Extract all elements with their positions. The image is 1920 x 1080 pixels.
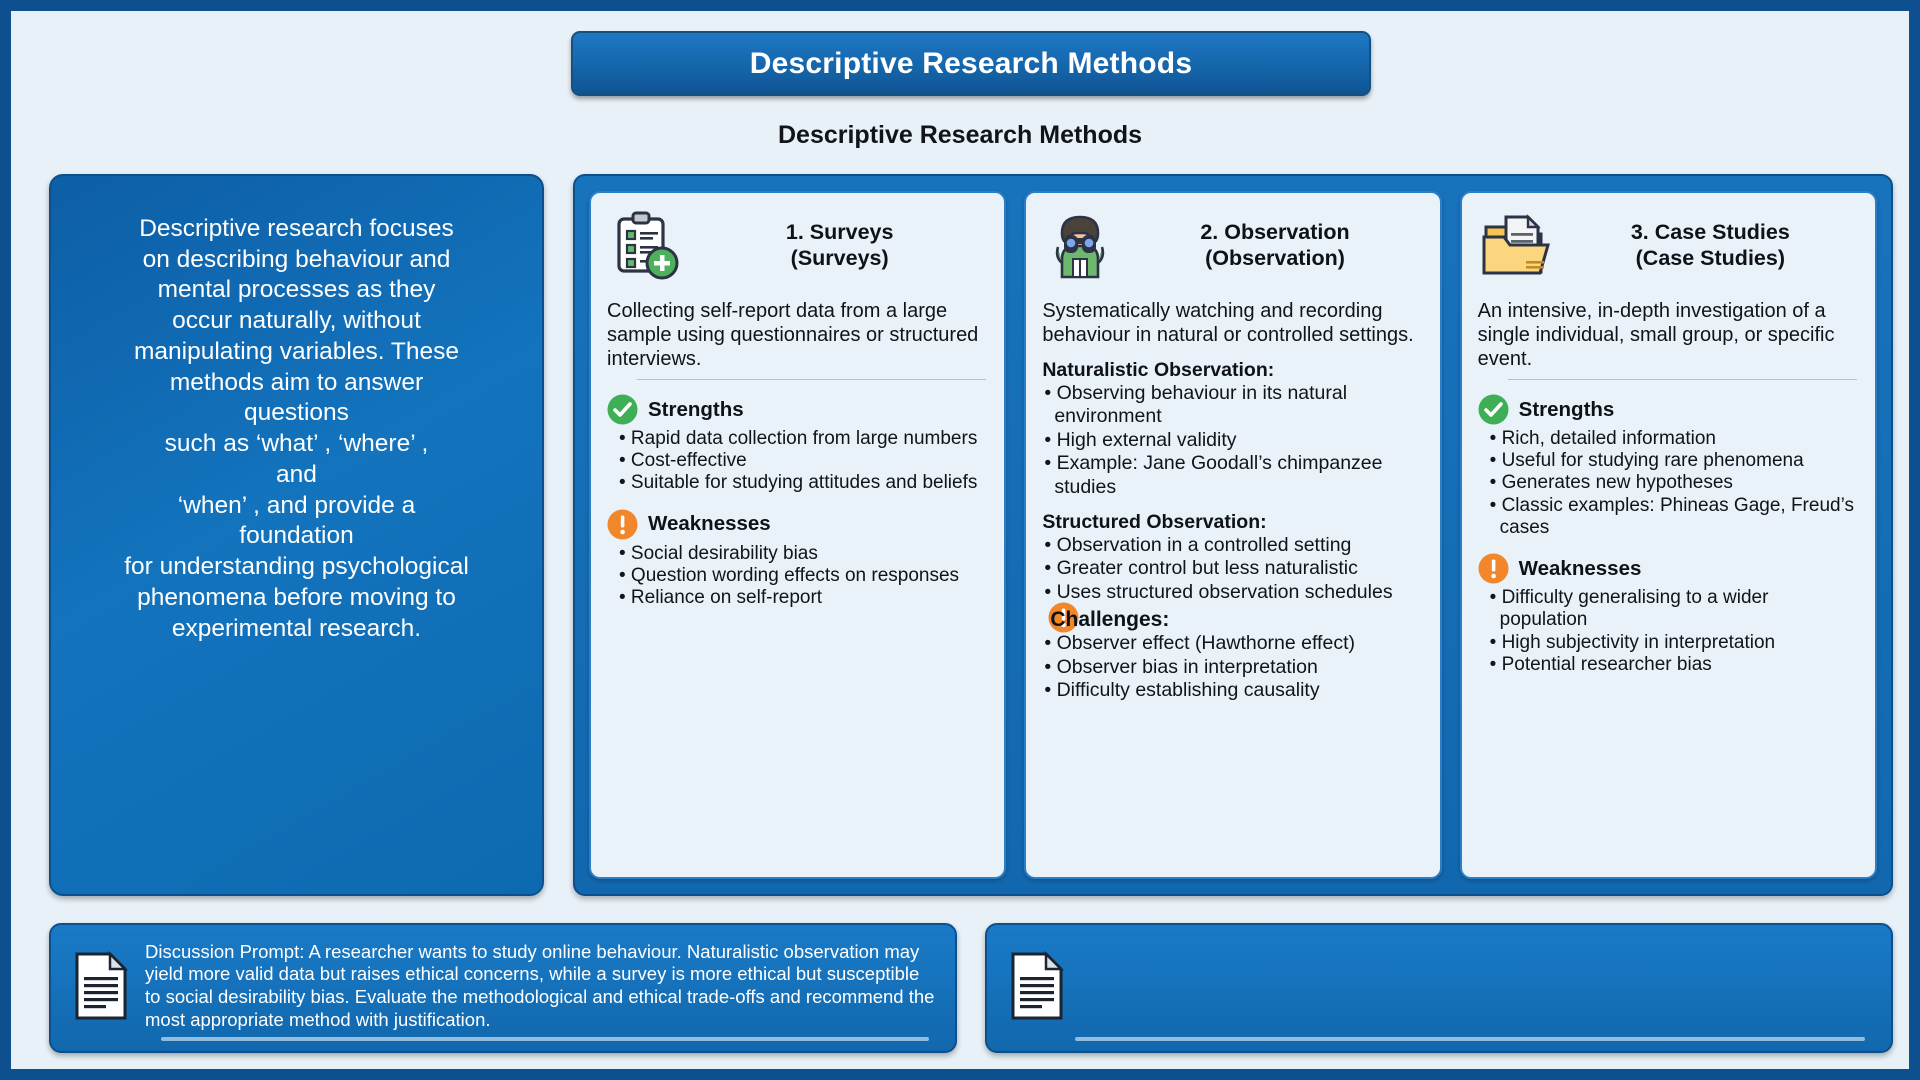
card-header: 1. Surveys (Surveys) [607,207,988,289]
secondary-note-card[interactable] [985,923,1893,1053]
list-item: • Suitable for studying attitudes and be… [619,472,978,494]
list-item: • Uses structured observation schedules [1044,580,1393,603]
strengths-list: • Rich, detailed information • Useful fo… [1478,428,1859,539]
list-item: • Rapid data collection from large numbe… [619,428,978,449]
list-item: • Observer bias in interpretation [1044,655,1318,678]
list-item: • Greater control but less naturalistic [1044,557,1358,580]
methods-card-band: 1. Surveys (Surveys) Collecting self-rep… [573,174,1893,896]
method-card-case-studies[interactable]: 3. Case Studies (Case Studies) An intens… [1459,191,1877,879]
case-folder-icon [1478,207,1554,283]
challenges-header: Challenges: [1042,602,1423,633]
accent-underline [161,1037,929,1041]
card-title: 3. Case Studies (Case Studies) [1630,220,1790,271]
description-text: Descriptive research focuses on describi… [124,215,469,642]
warning-circle-icon [1478,553,1509,584]
weaknesses-label: Weaknesses [648,512,771,536]
naturalistic-observation-heading: Naturalistic Observation: [1042,359,1275,381]
document-icon [1009,950,1065,1021]
strengths-header: Strengths [607,394,988,425]
list-item: • Observation in a controlled setting [1044,533,1352,556]
warning-circle-icon [1048,602,1079,633]
structured-observation-list: • Observation in a controlled setting • … [1042,534,1423,604]
strengths-header: Strengths [1478,394,1859,425]
card-description: Collecting self-report data from a large… [607,300,979,370]
subtitle-heading: Descriptive Research Methods [777,121,1143,149]
card-description: An intensive, in-depth investigation of … [1477,300,1835,370]
weaknesses-header: Weaknesses [607,509,988,540]
challenges-label: Challenges: [1050,608,1170,632]
list-item: • Observing behaviour in its natural env… [1044,382,1348,428]
method-card-surveys[interactable]: 1. Surveys (Surveys) Collecting self-rep… [589,191,1007,879]
card-header: 2. Observation (Observation) [1042,207,1423,289]
warning-circle-icon [607,509,638,540]
divider [1507,379,1857,380]
weaknesses-label: Weaknesses [1518,556,1642,580]
list-item: • Observer effect (Hawthorne effect) [1044,632,1355,655]
list-item: • Classic examples: Phineas Gage, Freud’… [1489,494,1854,538]
discussion-prompt-card[interactable]: Discussion Prompt: A researcher wants to… [49,923,957,1053]
clipboard-plus-icon [607,207,683,283]
bottom-row: Discussion Prompt: A researcher wants to… [49,923,1893,1053]
list-item: • Reliance on self-report [619,587,823,609]
divider [637,379,987,380]
check-circle-icon [1478,394,1509,425]
list-item: • Rich, detailed information [1489,428,1716,449]
list-item: • Difficulty establishing causality [1044,678,1320,701]
accent-underline [1075,1037,1865,1041]
list-item: • High external validity [1044,428,1237,451]
naturalistic-observation-list: • Observing behaviour in its natural env… [1042,382,1423,499]
weaknesses-header: Weaknesses [1478,553,1859,584]
binoculars-observer-icon [1042,207,1118,283]
description-panel: Descriptive research focuses on describi… [49,174,544,896]
card-header: 3. Case Studies (Case Studies) [1478,207,1859,289]
list-item: • Cost-effective [619,450,747,472]
check-circle-icon [607,394,638,425]
page-title: Descriptive Research Methods [749,46,1193,80]
list-item: • Useful for studying rare phenomena [1489,450,1804,472]
list-item: • Difficulty generalising to a wider pop… [1489,587,1769,631]
document-icon [73,950,129,1021]
list-item: • Question wording effects on responses [619,564,960,586]
card-title: 2. Observation (Observation) [1200,220,1350,271]
weaknesses-list: • Difficulty generalising to a wider pop… [1478,587,1859,676]
challenges-list: • Observer effect (Hawthorne effect) • O… [1042,632,1423,702]
list-item: • High subjectivity in interpretation [1489,631,1776,653]
strengths-label: Strengths [1518,397,1615,421]
list-item: • Example: Jane Goodall’s chimpanzee stu… [1044,452,1383,498]
method-card-observation[interactable]: 2. Observation (Observation) Systematica… [1024,191,1442,879]
list-item: • Potential researcher bias [1489,653,1712,675]
list-item: • Generates new hypotheses [1489,472,1733,494]
strengths-label: Strengths [648,397,744,421]
strengths-list: • Rapid data collection from large numbe… [607,428,988,495]
structured-observation-heading: Structured Observation: [1042,510,1267,533]
card-description: Systematically watching and recording be… [1042,300,1414,346]
title-banner: Descriptive Research Methods [571,31,1371,96]
discussion-prompt-text: Discussion Prompt: A researcher wants to… [145,940,935,1030]
weaknesses-list: • Social desirability bias • Question wo… [607,543,988,610]
list-item: • Social desirability bias [619,542,818,564]
card-title: 1. Surveys (Surveys) [785,220,894,271]
